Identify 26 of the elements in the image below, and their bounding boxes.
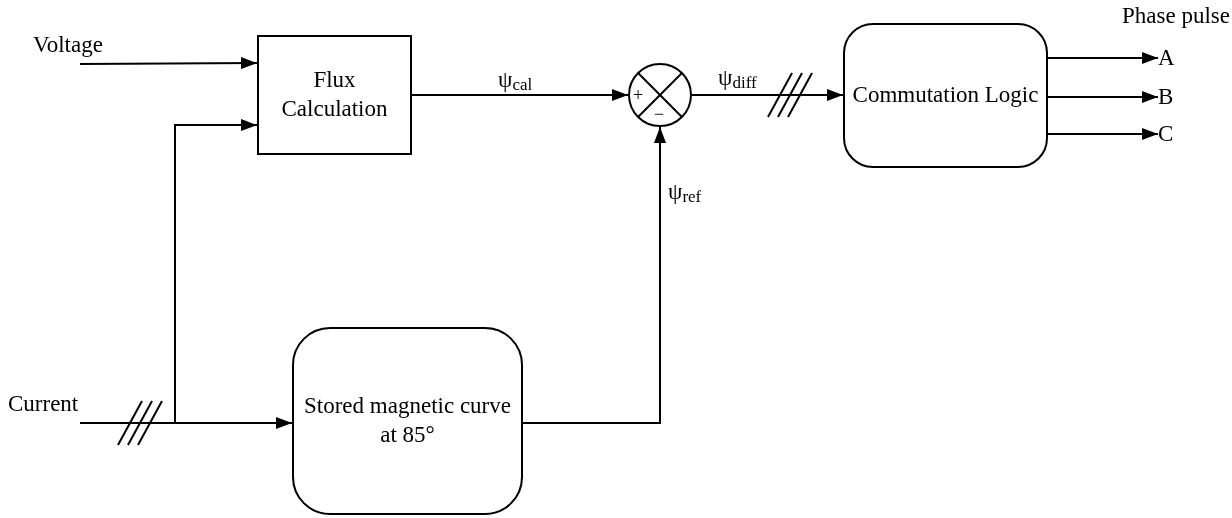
lookup-table-box bbox=[292, 327, 523, 515]
caption-label: Phase pulse bbox=[1122, 4, 1230, 27]
arrow bbox=[1047, 52, 1159, 64]
arrow bbox=[79, 417, 293, 429]
sign-label: + bbox=[633, 86, 644, 104]
box-label: Commutation Logic bbox=[851, 81, 1040, 110]
box-label: Flux Calculation bbox=[280, 66, 389, 123]
edge-label: ψ$_{cal}$ bbox=[498, 68, 533, 93]
process-box bbox=[257, 35, 412, 155]
edge-label: ψ$_{diff}$ bbox=[718, 66, 757, 91]
process-box bbox=[843, 23, 1048, 168]
box-label: Stored magnetic curve at 85° bbox=[303, 392, 512, 449]
arrow bbox=[691, 89, 844, 101]
signal-label: B bbox=[1158, 82, 1186, 112]
arrow bbox=[79, 57, 258, 70]
arrow bbox=[1047, 128, 1159, 140]
signal-label: A bbox=[1158, 43, 1186, 73]
signal-label: Voltage bbox=[33, 30, 135, 60]
signal-label: Current bbox=[8, 389, 92, 419]
arrow bbox=[411, 89, 629, 101]
edge-label: ψ$_{ref}$ bbox=[668, 180, 702, 205]
summing-junction bbox=[628, 63, 692, 127]
signal-label: C bbox=[1158, 119, 1186, 149]
arrow bbox=[522, 126, 666, 424]
sign-label: − bbox=[654, 105, 665, 123]
arrow bbox=[1047, 91, 1159, 103]
